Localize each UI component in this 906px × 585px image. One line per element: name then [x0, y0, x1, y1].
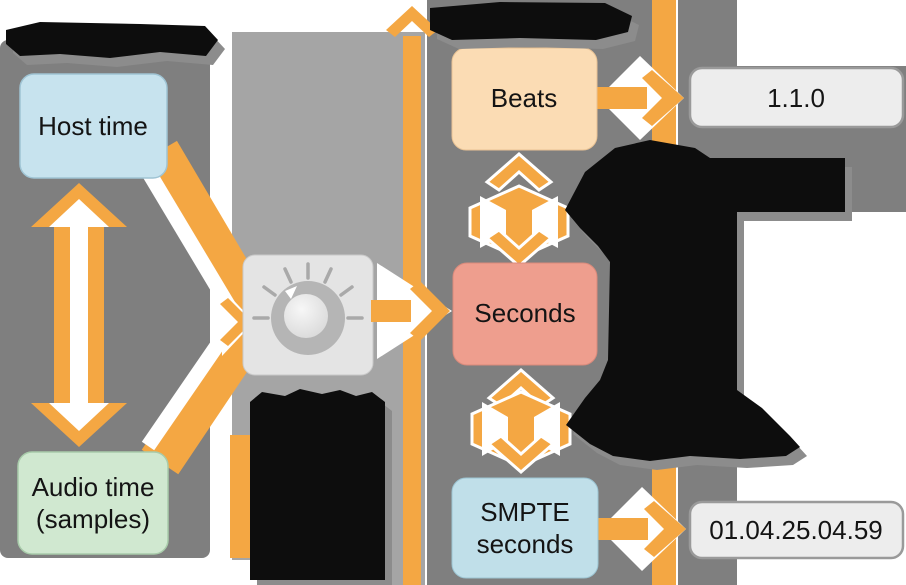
- audio-to-clock-arrow: [141, 315, 269, 475]
- seconds-label: Seconds: [474, 298, 575, 328]
- knob-tick-icon: [262, 285, 277, 297]
- beats-seconds-converter: [468, 152, 570, 268]
- audio-time-label-line2: (samples): [36, 504, 150, 534]
- smpte-seconds-box-bg: [451, 477, 599, 579]
- host-time-box: Host time: [19, 73, 168, 179]
- obscured-label-blob-below-knob: [250, 389, 385, 580]
- beats-display-value: 1.1.0: [767, 83, 825, 113]
- smpte-display-box: 01.04.25.04.59: [688, 500, 905, 560]
- beats-label: Beats: [491, 83, 558, 113]
- converter-shaft: [598, 518, 648, 540]
- converter-down-arrowhead: [486, 434, 556, 474]
- smpte-label-line2: seconds: [477, 529, 574, 559]
- beats-display-bg: [688, 66, 905, 129]
- clock-knob: [242, 254, 374, 376]
- smpte-label-line1: SMPTE: [480, 497, 570, 527]
- host-audio-double-arrow-core: [49, 199, 109, 431]
- beats-display-converter: [597, 56, 684, 140]
- audio-time-box: Audio time (samples): [17, 451, 169, 555]
- seconds-smpte-converter: [470, 368, 572, 474]
- seconds-box-bg: [452, 262, 598, 366]
- beats-box: Beats: [451, 47, 598, 151]
- clock-output-arrowhead: [410, 281, 450, 341]
- beats-box-bg: [451, 47, 598, 151]
- knob-tick-icon: [339, 285, 354, 297]
- obscured-label-blob-right-callout: [565, 140, 845, 461]
- host-to-clock-arrow-gap: [139, 164, 244, 324]
- audio-bottom-bus-line: [230, 435, 250, 558]
- seconds-box: Seconds: [452, 262, 598, 366]
- converter-right-arrowhead: [644, 501, 686, 557]
- clock-input-arrowhead: [220, 298, 252, 346]
- smpte-seconds-box: SMPTE seconds: [451, 477, 599, 579]
- clock-output-arrow-halo: [377, 263, 452, 359]
- smpte-display-bg: [688, 500, 905, 560]
- clock-output-arrow-shaft: [371, 300, 411, 322]
- converter-up-arrowhead: [484, 152, 554, 192]
- audio-time-box-bg: [17, 451, 169, 555]
- host-time-label: Host time: [38, 111, 148, 141]
- knob-pointer-icon: [285, 286, 297, 299]
- obscured-label-blob-top-center: [430, 2, 632, 40]
- knob-cap: [284, 294, 328, 338]
- converter-right-arrowhead: [642, 70, 684, 126]
- obscured-label-blob-top-left: [6, 22, 218, 58]
- host-to-clock-arrow: [139, 140, 269, 320]
- knob-tick-icon: [283, 267, 293, 284]
- center-bus-up-arrowhead: [386, 6, 438, 37]
- smpte-display-converter: [598, 487, 686, 571]
- knob-tick-icon: [323, 267, 333, 284]
- obscured-labels: [6, 2, 845, 580]
- beats-display-box: 1.1.0: [688, 66, 905, 129]
- audio-time-label-line1: Audio time: [32, 472, 155, 502]
- host-time-box-bg: [19, 73, 168, 179]
- converter-shaft: [597, 87, 647, 109]
- smpte-display-value: 01.04.25.04.59: [709, 515, 883, 545]
